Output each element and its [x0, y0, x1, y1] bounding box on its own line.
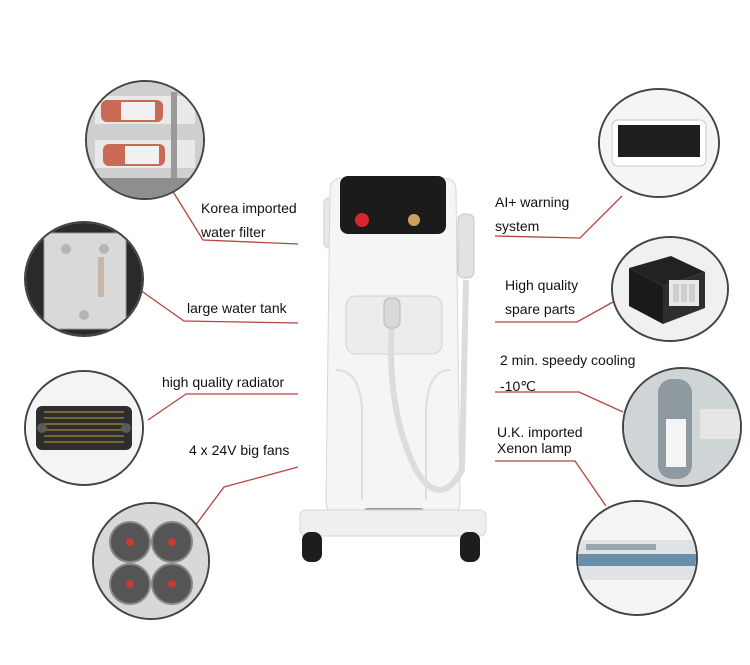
- leader-water-tank: [139, 289, 299, 324]
- screen-image: [600, 90, 718, 196]
- label-fans: 4 x 24V big fans: [189, 442, 290, 458]
- laser-machine: [299, 176, 487, 562]
- label-spare-parts-line2: spare parts: [505, 301, 576, 317]
- radiator-image: [26, 372, 142, 484]
- top-panel: [340, 176, 446, 234]
- label-xenon-lamp: U.K. imported Xenon lamp: [497, 424, 583, 456]
- emergency-button: [355, 213, 369, 227]
- label-cooling-line1: 2 min. speedy cooling: [500, 352, 636, 368]
- label-water-filter-line2: water filter: [201, 224, 266, 240]
- water-filter-photo: [85, 80, 205, 200]
- spare-parts-photo: [611, 236, 729, 342]
- label-xenon-lamp-line2: Xenon lamp: [497, 440, 572, 456]
- label-warning-system-line1: AI+ warning: [495, 194, 570, 210]
- fans-image: [94, 504, 208, 618]
- fans-photo: [92, 502, 210, 620]
- leader-spare-parts: [495, 301, 614, 323]
- xenon-lamp-photo: [576, 500, 698, 616]
- label-warning-system-line2: system: [495, 218, 540, 234]
- label-cooling: 2 min. speedy cooling -10℃: [500, 348, 635, 398]
- key-switch: [408, 214, 420, 226]
- leader-cooling: [495, 391, 624, 413]
- label-water-filter-line1: Korea imported: [201, 200, 297, 216]
- cooling-image: [624, 369, 740, 485]
- label-radiator: high quality radiator: [162, 374, 285, 390]
- leader-water-filter: [171, 189, 299, 245]
- warning-system-photo: [598, 88, 720, 198]
- leader-warning: [494, 195, 623, 239]
- xenon-lamp-image: [578, 502, 696, 614]
- label-water-tank: large water tank: [187, 300, 287, 316]
- water-tank-photo: [24, 221, 144, 337]
- leader-radiator: [147, 393, 298, 421]
- label-spare-parts: High quality spare parts: [505, 273, 578, 321]
- radiator-photo: [24, 370, 144, 486]
- label-spare-parts-line1: High quality: [505, 277, 579, 293]
- label-water-filter: Korea imported water filter: [201, 196, 297, 244]
- label-cooling-line2: -10℃: [500, 378, 536, 394]
- label-warning-system: AI+ warning system: [495, 190, 569, 238]
- spare-parts-image: [613, 238, 727, 340]
- cooling-photo: [622, 367, 742, 487]
- water-tank-image: [26, 223, 142, 335]
- leader-fans: [191, 466, 299, 531]
- leader-xenon: [495, 460, 607, 507]
- water-filter-image: [87, 82, 203, 198]
- label-xenon-lamp-line1: U.K. imported: [497, 424, 583, 440]
